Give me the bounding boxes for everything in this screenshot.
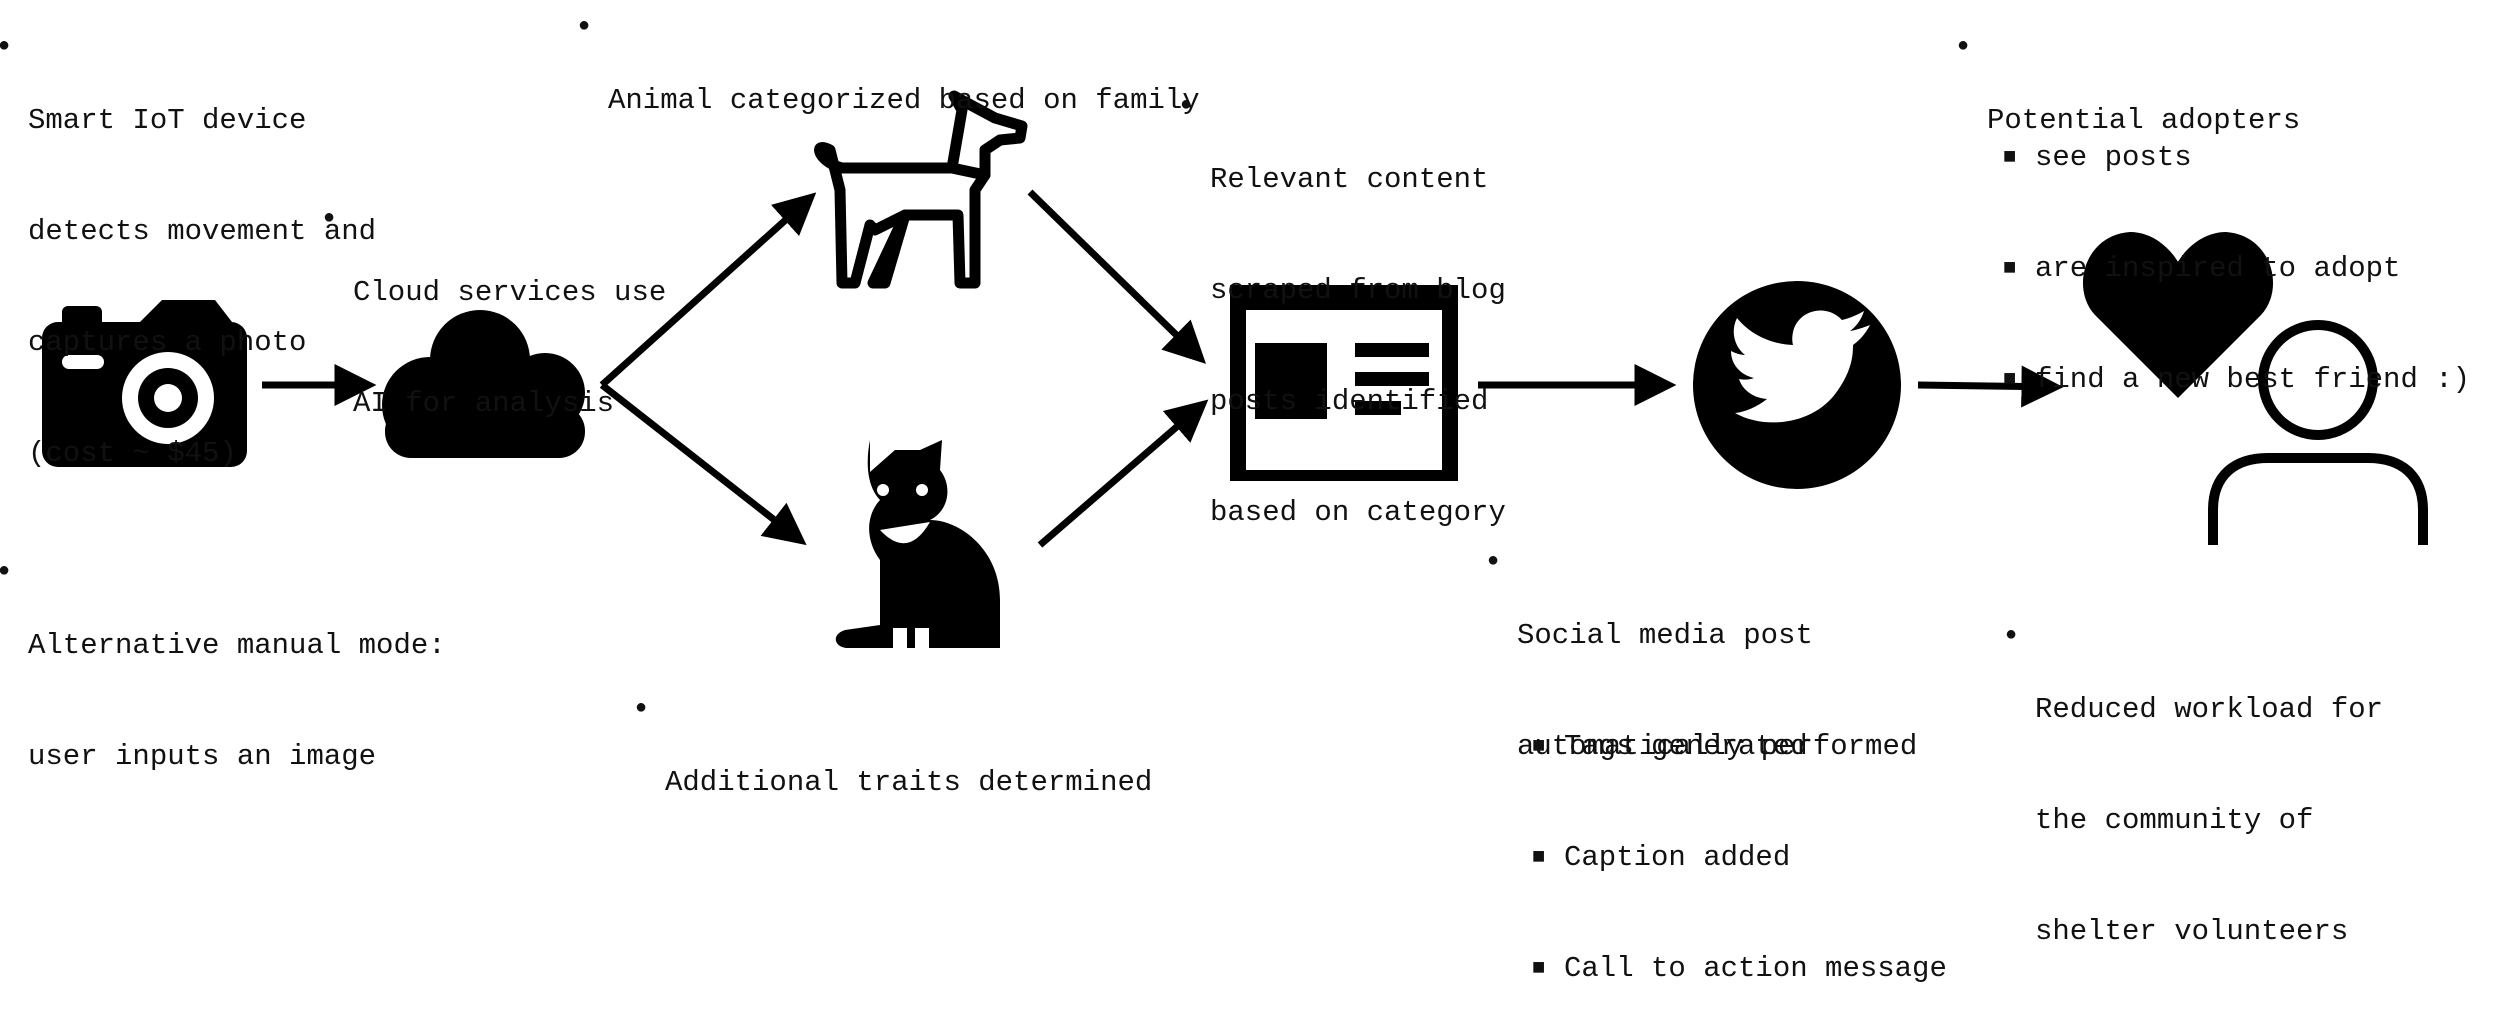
workload-note: Reduced workload for the community of sh… [2005, 617, 2383, 987]
list-item: Caption added [1532, 839, 1947, 876]
manual-mode-note: Alternative manual mode: user inputs an … [0, 553, 446, 812]
traits-note: Additional traits determined [635, 690, 1152, 838]
cloud-note: Cloud services use AI for analysis [323, 200, 666, 459]
arrow-dog-to-article [1027, 189, 1207, 364]
twitter-bird-icon [1693, 281, 1901, 489]
list-item: Tags generated [1532, 728, 1947, 765]
camera-note: Smart IoT device detects movement and ca… [0, 28, 376, 509]
list-item: Call to action message [1532, 950, 1947, 987]
social-items-list: Tags generated Caption added Call to act… [1532, 654, 1947, 1024]
adopter-items-list: see posts are inspired to adopt find a n… [2003, 65, 2470, 435]
list-item: see posts [2003, 139, 2470, 176]
list-item: find a new best friend :) [2003, 361, 2470, 398]
arrow-cat-to-article [1037, 399, 1209, 548]
list-item: are inspired to adopt [2003, 250, 2470, 287]
adopters-note: Potential adopters [1957, 28, 2300, 176]
content-note: Relevant content scraped from blog posts… [1180, 87, 1506, 568]
family-note: Animal categorized based on family [578, 8, 1200, 156]
cat-icon [835, 440, 1000, 648]
